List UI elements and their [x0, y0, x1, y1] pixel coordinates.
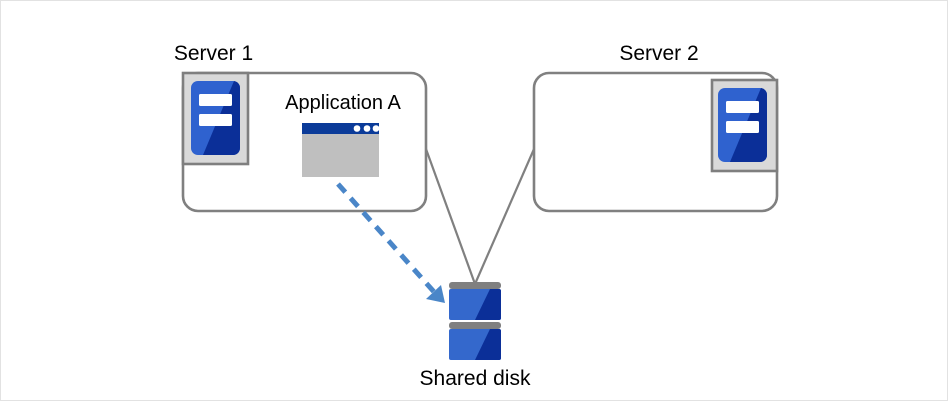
shared-disk-icon[interactable]: [449, 282, 501, 360]
server-icon-bar-bottom: [726, 121, 759, 133]
disk-block-bottom-shade: [475, 329, 501, 360]
window-dot-icon: [372, 125, 380, 132]
window-titlebar: [302, 123, 379, 134]
server-icon-2: [710, 78, 779, 173]
server-icon-1: [181, 71, 250, 166]
connector-server1-to-disk: [424, 148, 477, 285]
dashed-arrow-app-to-disk: [336, 182, 445, 303]
server-icon-bar-bottom: [199, 114, 232, 126]
server-icon-bar-top: [199, 94, 232, 106]
disk-platter-top: [449, 282, 501, 289]
disk-block-top-shade: [475, 289, 501, 320]
connector-server2-to-disk: [473, 148, 536, 285]
application-a-label: Application A: [285, 92, 401, 114]
window-dot-icon: [363, 125, 371, 132]
disk-platter-middle: [449, 322, 501, 329]
application-window-icon[interactable]: [302, 123, 380, 177]
server1-title-label: Server 1: [173, 42, 254, 65]
server2-title-label: Server 2: [619, 42, 699, 65]
shared-disk-label: Shared disk: [419, 367, 531, 390]
dashed-arrow-head-icon: [426, 285, 445, 303]
dashed-arrow-shaft: [336, 182, 437, 295]
server-icon-bar-top: [726, 101, 759, 113]
window-dot-icon: [353, 125, 361, 132]
